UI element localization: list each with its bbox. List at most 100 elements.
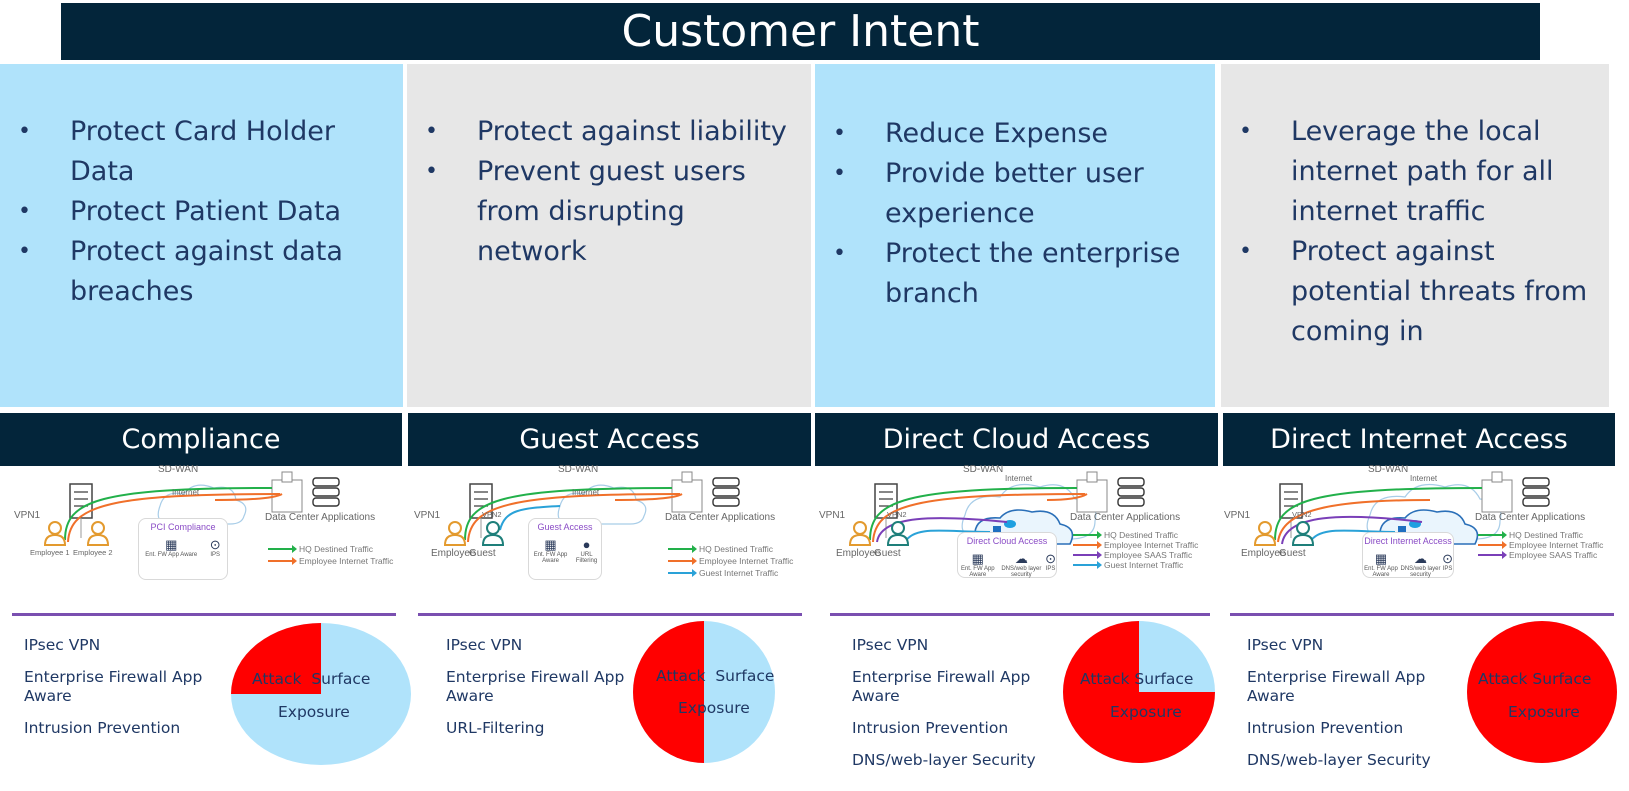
legend-item: Employee SAAS Traffic	[1073, 550, 1192, 560]
security-icon-label: Ent. FW App Aware	[533, 552, 568, 564]
server-icon	[712, 477, 740, 487]
ips-icon: ⊙	[209, 537, 221, 552]
employee-internet-path	[467, 493, 681, 543]
security-icon-item: ⊙IPS	[209, 537, 221, 559]
hq-traffic-path	[1274, 487, 1483, 541]
intent-item: •Protect against liability	[407, 112, 801, 152]
building-tower	[1086, 471, 1098, 483]
server-icon	[1117, 497, 1145, 507]
security-icons: ▦Ent. FW App Aware☁DNS/web layer securit…	[1363, 551, 1453, 579]
pie-label-exposure: Exposure	[1110, 703, 1182, 721]
security-icon-label: URL Filtering	[575, 552, 598, 564]
vpn-label: VPN2	[887, 510, 907, 519]
legend-label: Employee Internet Traffic	[299, 556, 394, 566]
feature-item: URL-Filtering	[446, 719, 545, 737]
security-feature-box: PCI Compliance ▦Ent. FW App Aware ⊙IPS	[138, 518, 228, 580]
security-box-title: PCI Compliance	[150, 522, 216, 532]
internet-label: Internet	[172, 488, 200, 497]
intent-panel: •Reduce Expense•Provide better user expe…	[815, 64, 1215, 407]
bullet-icon: •	[425, 119, 438, 144]
bullet-icon: •	[1239, 119, 1252, 144]
guest-internet-path	[904, 529, 991, 543]
security-box-title: Direct Cloud Access	[966, 536, 1048, 546]
category-header: Guest Access	[408, 413, 811, 466]
security-icon-label: DNS/web layer security	[1400, 566, 1441, 578]
intent-item: • Protect Patient Data	[0, 192, 393, 232]
user-label: Guest	[874, 548, 901, 559]
cloud-security-icon: ☁	[1414, 551, 1428, 566]
user-label: Employee 1	[30, 548, 70, 557]
pie-label-attack-surface: Attack Surface	[1080, 670, 1194, 688]
security-icons: ▦Ent. FW App Aware ⊙IPS	[139, 537, 227, 559]
legend-arrow-icon	[668, 545, 697, 553]
intent-item: •Reduce Expense	[815, 114, 1205, 154]
building-tower	[281, 471, 293, 483]
attack-surface-pie	[231, 623, 411, 765]
employee-saas-path	[1281, 515, 1423, 545]
legend-label: Guest Internet Traffic	[699, 568, 779, 578]
router-icon	[69, 483, 93, 519]
cloud-security-icon: ☁	[1014, 551, 1028, 566]
url-filter-icon: ●	[582, 537, 591, 552]
feature-item: IPsec VPN	[24, 636, 101, 654]
hq-traffic-path	[464, 487, 673, 541]
feature-item: Enterprise Firewall App Aware	[852, 668, 1031, 705]
security-icon-item: ●URL Filtering	[572, 537, 601, 565]
section-divider	[1230, 613, 1614, 616]
security-icon-item: ▦Ent. FW App Aware	[145, 538, 197, 559]
datacenter-building-icon	[671, 479, 703, 513]
pie-label-exposure: Exposure	[278, 703, 350, 721]
server-icon	[312, 497, 340, 507]
user-icon-head	[48, 521, 62, 535]
ips-icon: ⊙	[1442, 551, 1453, 566]
vpn-label: VPN1	[414, 510, 441, 521]
pie-label-exposure: Exposure	[1508, 703, 1580, 721]
legend-arrow-icon	[668, 569, 697, 577]
bullet-icon: •	[18, 199, 31, 224]
intent-item: •Protect against potential threats from …	[1221, 232, 1599, 352]
intent-text: Leverage the local internet path for all…	[1291, 116, 1554, 227]
security-icon-item: ⊙IPS	[1442, 552, 1453, 578]
intent-text: Protect Patient Data	[70, 196, 342, 227]
bullet-icon: •	[833, 241, 846, 266]
legend-item: Employee Internet Traffic	[1073, 540, 1198, 550]
bullet-icon: •	[18, 239, 31, 264]
bullet-icon: •	[18, 119, 31, 144]
intent-panel: •Protect against liability•Prevent guest…	[407, 64, 811, 407]
legend-arrow-icon	[1073, 551, 1102, 559]
intent-list: •Protect against liability•Prevent guest…	[407, 112, 801, 272]
employee-internet-path	[67, 493, 281, 543]
diagram-canvas	[443, 471, 740, 546]
legend-arrow-icon	[668, 557, 697, 565]
server-icon	[712, 497, 740, 507]
network-diagram: SD-WANInternetSaaSVPN1VPN2EmployeeGuestD…	[1220, 464, 1615, 608]
datacenter-label: Data Center Applications	[665, 512, 776, 523]
security-box-title: Guest Access	[537, 522, 593, 532]
user-icon-head	[1296, 521, 1310, 535]
firewall-icon: ▦	[544, 537, 557, 552]
bullet-icon: •	[425, 159, 438, 184]
user-icon-body	[886, 533, 910, 546]
intent-text: Protect against data breaches	[70, 236, 343, 307]
legend-label: Employee SAAS Traffic	[1104, 550, 1193, 560]
server-icon	[1522, 487, 1550, 497]
feature-item: IPsec VPN	[446, 636, 523, 654]
legend-item: Employee SAAS Traffic	[1478, 550, 1597, 560]
pie-slice-attack	[1063, 621, 1215, 763]
sdwan-label: SD-WAN	[158, 464, 199, 475]
legend-label: HQ Destined Traffic	[1509, 530, 1584, 540]
legend-arrow-icon	[1073, 561, 1102, 569]
security-feature-box: Direct Internet Access▦Ent. FW App Aware…	[1362, 532, 1454, 578]
intent-list: • Leverage the local internet path for al…	[1221, 112, 1599, 352]
user-icon-body	[481, 533, 505, 546]
intent-item: •Protect the enterprise branch	[815, 234, 1205, 314]
user-icon-body	[86, 533, 110, 546]
legend-item: Employee Internet Traffic	[668, 556, 793, 566]
security-feature-box: Guest Access ▦Ent. FW App Aware ●URL Filte…	[528, 518, 602, 580]
category-header: Direct Internet Access	[1223, 413, 1615, 466]
legend-arrow-icon	[1073, 541, 1102, 549]
legend-item: HQ Destined Traffic	[1073, 530, 1178, 540]
page-title: Customer Intent	[61, 3, 1540, 60]
